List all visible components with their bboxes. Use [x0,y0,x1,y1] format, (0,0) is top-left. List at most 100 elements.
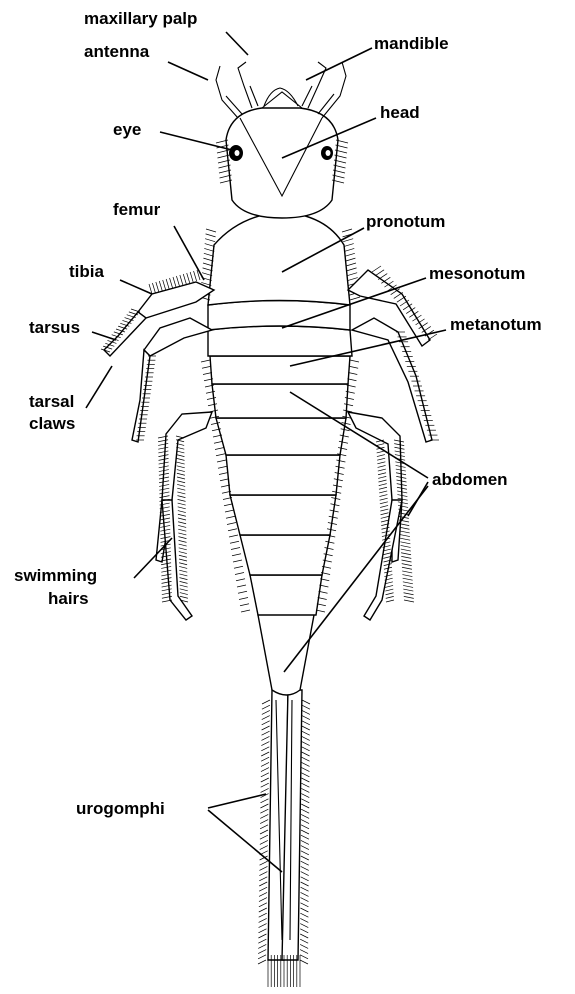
bristle [224,504,233,506]
label-tibia: tibia [69,262,104,282]
bristle [178,499,186,501]
bristle [302,747,310,751]
bristle [260,835,268,839]
bristle [301,788,309,792]
bristle [400,538,410,540]
bristle [177,481,185,483]
bristle [190,272,193,282]
bristle [261,762,269,766]
bristle [300,908,308,912]
bristle [261,783,269,787]
bristle [379,495,387,497]
bristle [262,705,270,709]
bristle [400,531,410,533]
bristle [179,563,187,565]
bristle [258,929,266,933]
bristle [404,593,414,595]
bristle [385,585,393,587]
bristle [401,556,411,558]
bristle [302,705,310,709]
bristle [376,444,384,446]
bristle [178,518,186,520]
bristle [302,716,310,720]
bristle [179,544,187,546]
bristle [301,804,309,808]
bristle [262,710,270,714]
bristle [261,773,269,777]
label-mesonotum: mesonotum [429,264,525,284]
bristle [345,253,355,256]
bristle [206,229,216,232]
bristle [344,248,354,251]
bristle [347,273,357,276]
bristle [259,887,267,891]
bristle [302,742,310,746]
bristle [179,570,187,572]
bristle [176,276,179,286]
bristle [403,585,413,587]
bristle [159,281,162,291]
bristle [152,283,155,293]
bristle [262,721,270,725]
bristle [401,545,411,547]
bristle [233,560,242,562]
bristle [261,778,269,782]
bristle [262,726,270,730]
bristle [300,924,308,928]
bristle [301,830,309,834]
bristle [302,757,310,761]
bristle [205,244,215,247]
bristle [260,846,268,850]
bristle [218,466,227,468]
bristle [301,809,309,813]
bristle [378,469,386,471]
bristle [300,944,308,948]
bristle [180,581,188,583]
bristle [230,541,239,543]
bristle [316,610,325,612]
bristle [344,244,354,247]
bristle [166,279,169,289]
bristle [381,516,389,518]
bristle [378,274,387,280]
bristle [301,835,309,839]
bristle [301,882,309,886]
bristle [219,473,228,475]
bristle [179,566,187,568]
bristle [183,274,186,284]
bristle [258,944,266,948]
bristle [259,882,267,886]
bristle [380,509,388,511]
bristle [156,282,159,292]
bristle [177,492,185,494]
bristle [260,840,268,844]
bristle [259,898,267,902]
bristle [301,856,309,860]
bristle [403,578,413,580]
bristle [300,939,308,943]
bristle [220,479,229,481]
bristle [302,752,310,756]
bristle [399,527,409,529]
label-urogomphi: urogomphi [76,799,165,819]
bristle [215,448,224,450]
leader-tibia [120,280,152,294]
bristle [239,598,248,600]
head-illustration [216,62,348,218]
bristle [301,783,309,787]
bristle [227,523,236,525]
bristle [349,366,358,368]
bristle [260,861,268,865]
bristle [259,908,267,912]
label-femur: femur [113,200,160,220]
thorax-illustration [200,212,360,356]
bristle [177,470,185,472]
bristle [178,514,186,516]
bristle [300,918,308,922]
bristle [259,872,267,876]
bristle [377,462,385,464]
bristle [301,846,309,850]
bristle [179,555,187,557]
bristle [301,866,309,870]
